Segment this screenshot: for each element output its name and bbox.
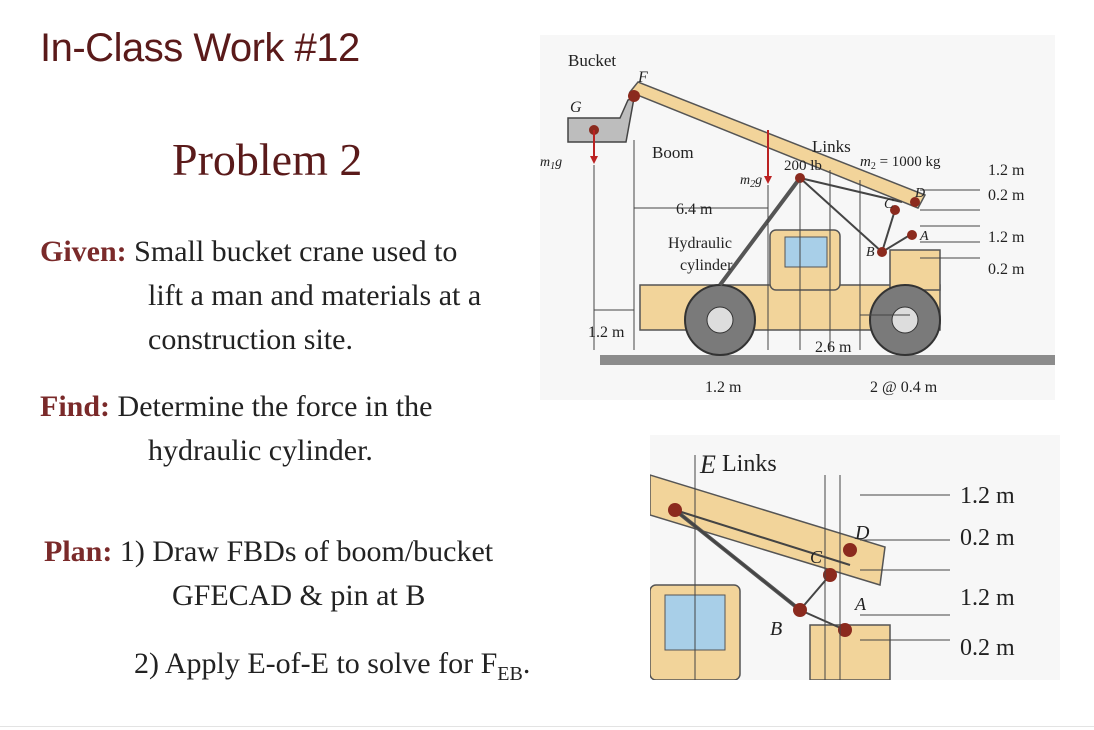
pin-f (628, 90, 640, 102)
detail-label-c: C (810, 547, 823, 567)
label-m2-mass: m2 = 1000 kg (860, 154, 941, 172)
label-1-2m-left: 1.2 m (588, 324, 625, 341)
label-hydraulic: Hydraulic (668, 235, 732, 252)
pin-d (910, 197, 920, 207)
link-eb (799, 177, 883, 253)
given-line-1: Small bucket crane used to (134, 235, 458, 268)
label-links: Links (812, 137, 851, 156)
detail-label-b: B (770, 618, 782, 640)
front-hub (706, 306, 734, 334)
label-right-0-2m-b: 0.2 m (988, 261, 1025, 278)
find-line-1: Determine the force in the (117, 390, 433, 423)
label-right-1-2m-b: 1.2 m (988, 229, 1025, 246)
detail-label-0-2m-b: 0.2 m (960, 635, 1015, 661)
detail-link-eb (674, 509, 801, 611)
crane-diagram: Bucket F G m1g Boom m2g Links 200 lb m2 … (540, 35, 1055, 400)
m1g-arrowhead (590, 156, 598, 164)
detail-pin-b (793, 603, 807, 617)
label-bucket: Bucket (568, 51, 616, 70)
given-label: Given: (40, 235, 127, 268)
slide-title: In-Class Work #12 (40, 26, 360, 70)
plan-line-3-subscript: EB (497, 663, 523, 685)
ground-strip (600, 355, 1055, 365)
given-line-2: lift a man and materials at a (148, 279, 482, 312)
link-ab (881, 234, 911, 253)
m2g-arrowhead (764, 176, 772, 184)
pin-c (890, 205, 900, 215)
rear-hub (891, 306, 919, 334)
label-m2g: m2g (740, 173, 762, 190)
detail-link-ab (799, 609, 846, 631)
problem-heading: Problem 2 (172, 134, 363, 185)
detail-link-ed (674, 509, 851, 566)
detail-label-1-2m-a: 1.2 m (960, 483, 1015, 509)
links-detail-diagram: E Links D C A B 1.2 m 0.2 m 1.2 m 0.2 m (650, 435, 1060, 680)
detail-label-0-2m-a: 0.2 m (960, 525, 1015, 551)
boom (628, 81, 927, 209)
detail-label-d: D (854, 522, 870, 544)
rear-housing (889, 249, 941, 291)
given-section: Given: Small bucket crane used to lift a… (40, 230, 560, 362)
bottom-divider (0, 726, 1094, 727)
plan-line-3-period: . (522, 647, 531, 680)
plan-line-2: GFECAD & pin at B (172, 579, 426, 612)
plan-section: Plan: 1) Draw FBDs of boom/bucket GFECAD… (44, 530, 644, 618)
link-cb (881, 209, 896, 253)
label-c: C (884, 197, 894, 212)
label-d: D (914, 186, 925, 201)
label-2-at-0-4m: 2 @ 0.4 m (870, 379, 938, 396)
detail-pin-d (843, 543, 857, 557)
find-label: Find: (40, 390, 111, 423)
label-2-6m: 2.6 m (815, 339, 852, 356)
hydraulic-cylinder (718, 176, 802, 287)
given-line-3: construction site. (148, 323, 353, 356)
label-a: A (919, 229, 929, 244)
label-m1g: m1g (540, 155, 562, 172)
plan-line-1: 1) Draw FBDs of boom/bucket (119, 535, 494, 568)
label-b: B (866, 245, 875, 260)
label-6-4m: 6.4 m (676, 201, 713, 218)
plan-line-3: 2) Apply E-of-E to solve for FEB. (134, 642, 530, 696)
cab-window (784, 236, 828, 268)
pin-b (877, 247, 887, 257)
find-line-2: hydraulic cylinder. (148, 434, 373, 467)
detail-pin-a (838, 623, 852, 637)
detail-pin-e (668, 503, 682, 517)
label-1-2m-bottom: 1.2 m (705, 379, 742, 396)
pin-e (795, 173, 805, 183)
detail-label-links: Links (722, 451, 777, 477)
detail-label-e: E (699, 450, 716, 479)
pin-a (907, 230, 917, 240)
label-f: F (637, 69, 648, 86)
label-right-0-2m-a: 0.2 m (988, 187, 1025, 204)
link-ed (799, 177, 903, 203)
detail-label-a: A (854, 594, 867, 614)
label-g: G (570, 99, 582, 116)
label-right-1-2m-a: 1.2 m (988, 162, 1025, 179)
plan-label: Plan: (44, 535, 113, 568)
detail-label-1-2m-b: 1.2 m (960, 585, 1015, 611)
detail-pin-c (823, 568, 837, 582)
plan-line-3-text: 2) Apply E-of-E to solve for F (134, 647, 498, 680)
label-cylinder: cylinder (680, 257, 733, 274)
label-boom: Boom (652, 143, 694, 162)
label-200lb: 200 lb (784, 158, 822, 174)
find-section: Find: Determine the force in the hydraul… (40, 385, 560, 473)
